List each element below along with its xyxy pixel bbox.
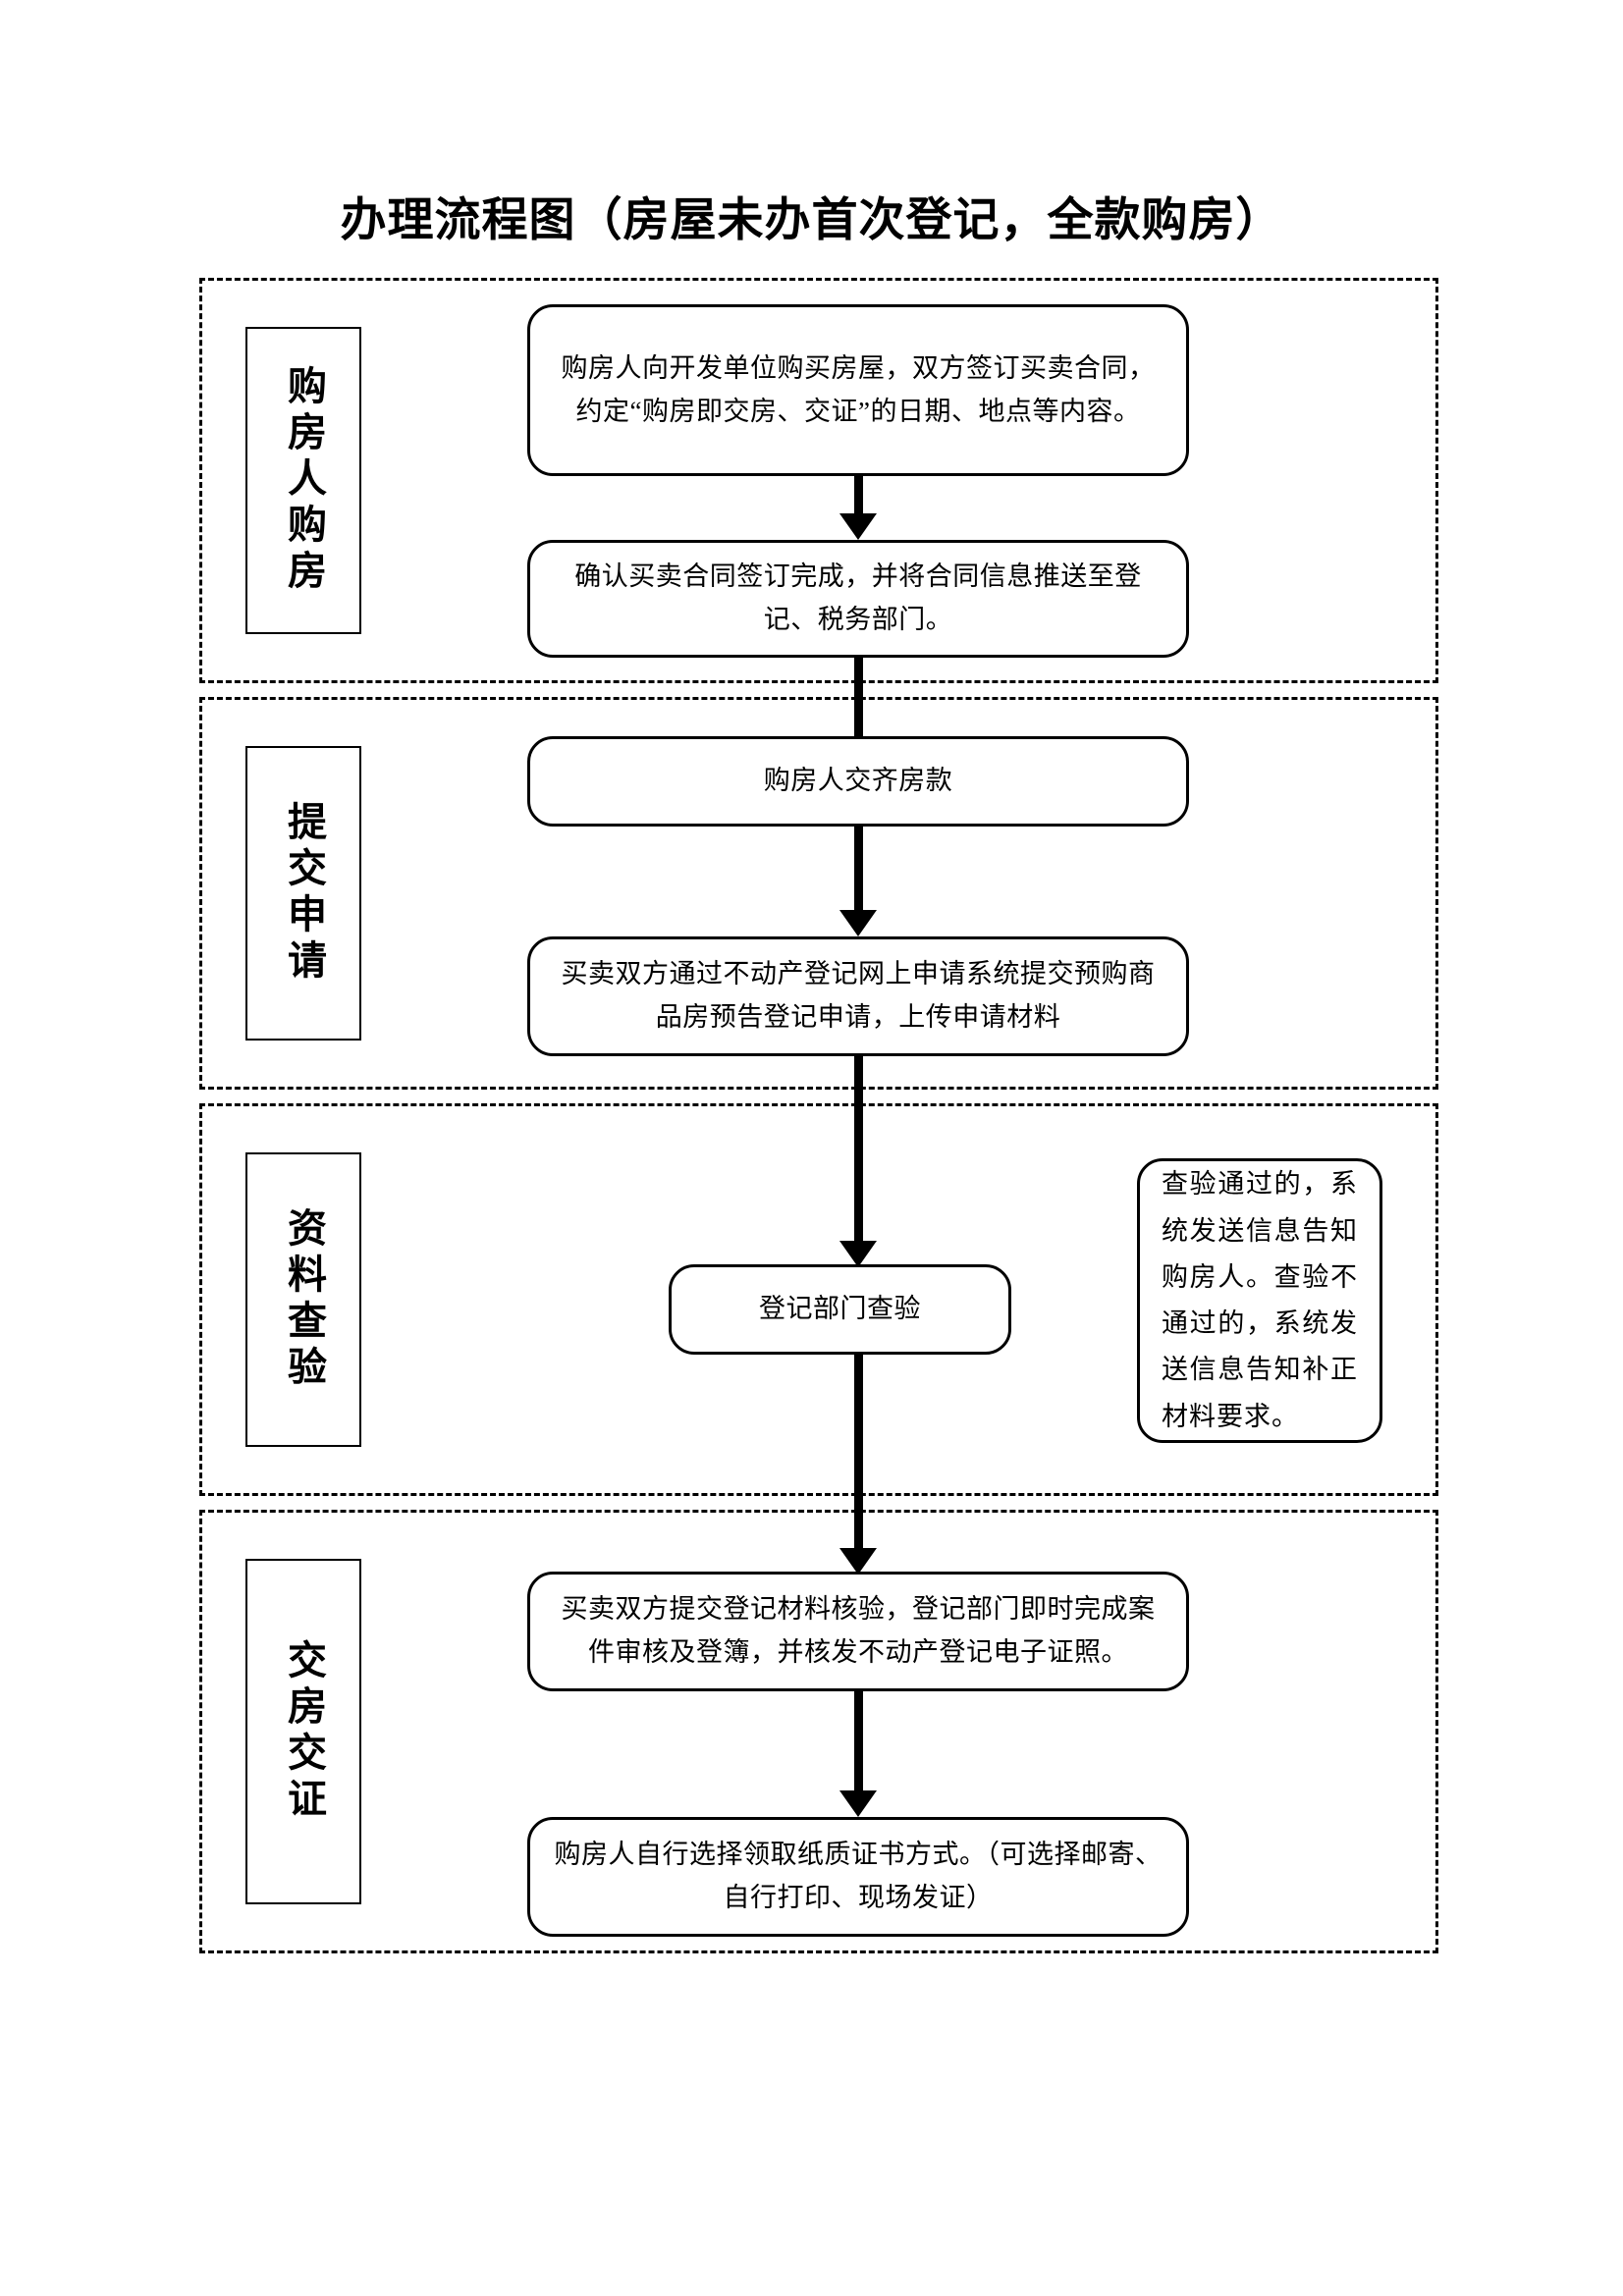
stage-label-box-1: 购房人购房 bbox=[245, 327, 361, 634]
stage-label-text-2: 提交申请 bbox=[282, 801, 326, 986]
stage-label-text-1: 购房人购房 bbox=[282, 365, 326, 596]
process-node-3: 购房人交齐房款 bbox=[527, 736, 1189, 827]
note-node-verification-result-text: 查验通过的，系统发送信息告知购房人。查验不通过的，系统发送信息告知补正材料要求。 bbox=[1162, 1169, 1358, 1431]
process-node-4: 买卖双方通过不动产登记网上申请系统提交预购商品房预告登记申请，上传申请材料 bbox=[527, 936, 1189, 1056]
stage-label-text-4: 交房交证 bbox=[282, 1639, 326, 1824]
stage-section-2 bbox=[199, 697, 1438, 1090]
process-node-4-text: 买卖双方通过不动产登记网上申请系统提交预购商品房预告登记申请，上传申请材料 bbox=[561, 959, 1156, 1032]
process-node-8-text: 购房人自行选择领取纸质证书方式。（可选择邮寄、自行打印、现场发证） bbox=[554, 1840, 1163, 1912]
stage-section-3 bbox=[199, 1103, 1438, 1496]
stage-label-text-3: 资料查验 bbox=[282, 1207, 326, 1392]
process-node-1: 购房人向开发单位购买房屋，双方签订买卖合同，约定“购房即交房、交证”的日期、地点… bbox=[527, 304, 1189, 476]
process-node-7-text: 买卖双方提交登记材料核验，登记部门即时完成案件审核及登簿，并核发不动产登记电子证… bbox=[561, 1594, 1156, 1667]
process-node-8: 购房人自行选择领取纸质证书方式。（可选择邮寄、自行打印、现场发证） bbox=[527, 1817, 1189, 1937]
stage-label-box-3: 资料查验 bbox=[245, 1152, 361, 1447]
stage-section-4 bbox=[199, 1510, 1438, 1953]
process-node-2-text: 确认买卖合同签订完成，并将合同信息推送至登记、税务部门。 bbox=[574, 561, 1142, 634]
stage-label-box-2: 提交申请 bbox=[245, 746, 361, 1041]
page-title: 办理流程图（房屋未办首次登记，全款购房） bbox=[340, 195, 1283, 246]
process-node-7: 买卖双方提交登记材料核验，登记部门即时完成案件审核及登簿，并核发不动产登记电子证… bbox=[527, 1572, 1189, 1691]
process-node-3-text: 购房人交齐房款 bbox=[763, 766, 953, 796]
process-node-5: 登记部门查验 bbox=[669, 1264, 1011, 1355]
stage-section-1 bbox=[199, 278, 1438, 683]
stage-label-box-4: 交房交证 bbox=[245, 1559, 361, 1904]
process-node-1-text: 购房人向开发单位购买房屋，双方签订买卖合同，约定“购房即交房、交证”的日期、地点… bbox=[561, 352, 1156, 426]
note-node-verification-result: 查验通过的，系统发送信息告知购房人。查验不通过的，系统发送信息告知补正材料要求。 bbox=[1137, 1158, 1382, 1443]
process-node-5-text: 登记部门查验 bbox=[759, 1294, 921, 1324]
process-node-2: 确认买卖合同签订完成，并将合同信息推送至登记、税务部门。 bbox=[527, 540, 1189, 658]
